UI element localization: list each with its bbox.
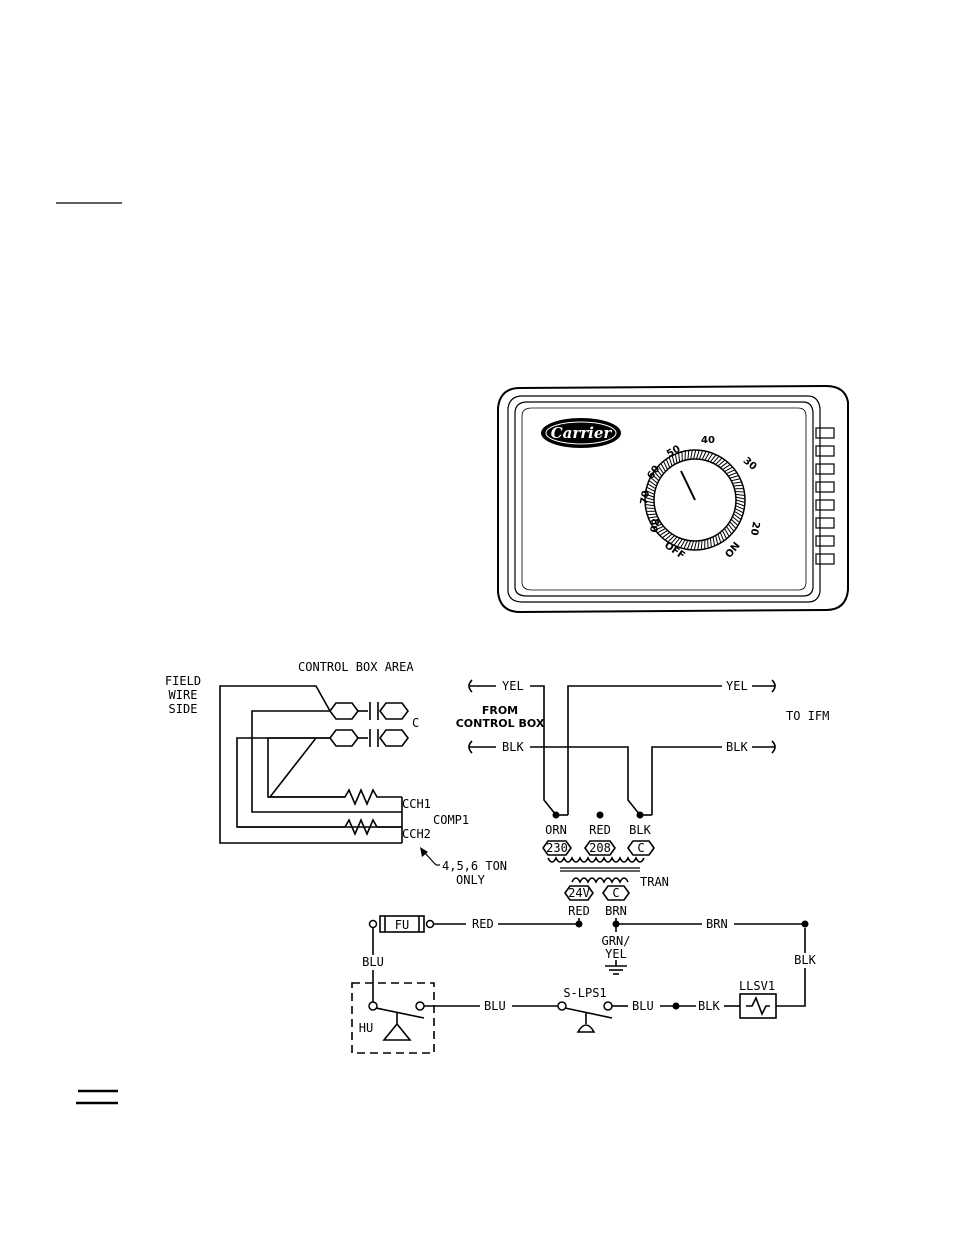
red-sec-label: RED (568, 904, 590, 918)
thermostat-illustration: Carrier 40 30 20 ON OFF 80 70 60 50 (498, 386, 848, 612)
orn-label: ORN (545, 823, 567, 837)
heater-cch1 (268, 790, 402, 804)
dial-knurl-tick (734, 485, 743, 486)
bottom-rule (76, 1091, 118, 1103)
field-wire-label-3: SIDE (169, 702, 198, 716)
contactor-c-label: C (412, 716, 419, 730)
pressure-actuator-icon (578, 1025, 594, 1032)
wiring-diagram: CONTROL BOX AREA FIELD WIRE SIDE C CCH1 (165, 660, 829, 1053)
blk-left-label: BLK (502, 740, 524, 754)
s-lps1-label: S-LPS1 (563, 986, 606, 1000)
dial-knurl-tick (735, 491, 744, 492)
control-box-area-label: CONTROL BOX AREA (298, 660, 414, 674)
yel-right-label: YEL (726, 679, 748, 693)
note-line-1: 4,5,6 TON (442, 859, 507, 873)
blk-vertical-label: BLK (794, 953, 816, 967)
cch1-label: CCH1 (402, 797, 431, 811)
cch2-label: CCH2 (402, 827, 431, 841)
wire-yel-right (568, 686, 722, 815)
solenoid-coil-icon (746, 998, 770, 1014)
junction-blu-blk (673, 1003, 680, 1010)
hu-terminal-left (369, 1002, 377, 1010)
s-lps1-terminal-right (604, 1002, 612, 1010)
llsv1-body (740, 994, 776, 1018)
note-arrow (424, 852, 436, 865)
svg-text:230: 230 (546, 841, 568, 855)
to-ifm-label: TO IFM (786, 709, 829, 723)
brn-wire-label: BRN (706, 917, 728, 931)
wire-yel-left (530, 686, 556, 815)
contactor-c (330, 702, 408, 747)
dial-label-40: 40 (701, 435, 715, 446)
wire-blk-right (652, 747, 722, 815)
svg-text:24V: 24V (568, 886, 590, 900)
svg-text:Carrier: Carrier (551, 424, 613, 442)
hu-terminal-right (416, 1002, 424, 1010)
blu-1-label: BLU (484, 999, 506, 1013)
ground-icon (605, 966, 627, 974)
note-line-2: ONLY (456, 873, 486, 887)
from-control-box-2: CONTROL BOX (456, 717, 545, 730)
fuse-terminal-right (427, 921, 434, 928)
from-control-box-1: FROM (482, 704, 518, 717)
blu-vertical-label: BLU (362, 955, 384, 969)
grn-yel-label-1: GRN/ (602, 934, 631, 948)
llsv1-label: LLSV1 (739, 979, 775, 993)
carrier-logo: Carrier (541, 418, 621, 448)
field-wire-cch1 (268, 738, 345, 797)
fuse-terminal-left (370, 921, 377, 928)
junction-red (597, 812, 604, 819)
field-wire-comp-2 (237, 738, 402, 827)
svg-text:208: 208 (589, 841, 611, 855)
dial-knurl-tick (647, 514, 656, 515)
comp1-label: COMP1 (433, 813, 469, 827)
blk-right-label: BLK (726, 740, 748, 754)
heater-cch2 (237, 820, 402, 834)
field-wire-label-1: FIELD (165, 674, 201, 688)
grn-yel-label-2: YEL (605, 947, 627, 961)
svg-text:C: C (612, 886, 619, 900)
hu-label: HU (359, 1021, 373, 1035)
field-wire-outer (220, 686, 402, 843)
blk-3-label: BLK (698, 999, 720, 1013)
junction-brn-right (802, 921, 809, 928)
red-top-label: RED (589, 823, 611, 837)
brn-sec-label: BRN (605, 904, 627, 918)
s-lps1-terminal-left (558, 1002, 566, 1010)
fu-label: FU (395, 918, 409, 932)
blk-top-label: BLK (629, 823, 651, 837)
temperature-dial[interactable] (645, 450, 745, 550)
yel-left-label: YEL (502, 679, 524, 693)
red-wire-label: RED (472, 917, 494, 931)
blu-2-label: BLU (632, 999, 654, 1013)
transformer-secondary-coil (572, 878, 628, 882)
hu-actuator-icon (384, 1024, 410, 1040)
dial-knurl-tick (646, 508, 655, 509)
wire-blk-left (530, 747, 640, 815)
field-wire-stub (270, 738, 330, 797)
field-wire-label-2: WIRE (169, 688, 198, 702)
tran-label: TRAN (640, 875, 669, 889)
transformer-primary-coil (548, 858, 644, 862)
svg-text:C: C (637, 841, 644, 855)
